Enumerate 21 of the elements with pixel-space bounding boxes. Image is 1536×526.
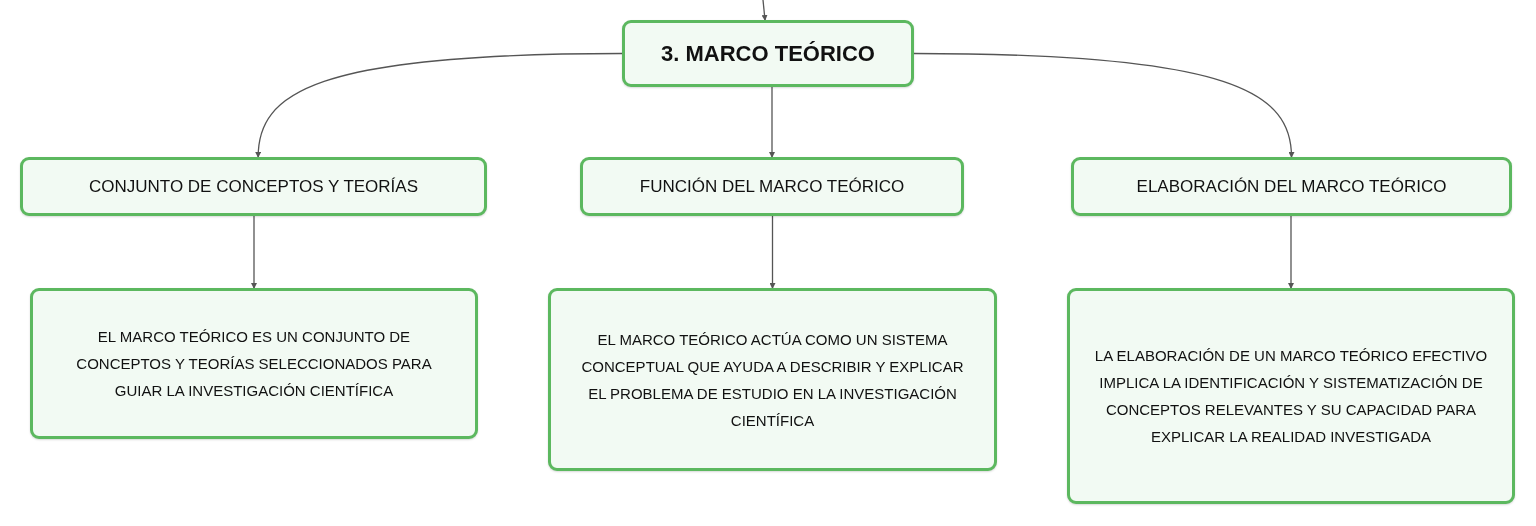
connector-arrow <box>769 86 775 158</box>
connector-arrow <box>761 0 768 21</box>
node-text: EL MARCO TEÓRICO ACTÚA COMO UN SISTEMA CONCEPTUAL QUE AYUDA A DESCRIBIR Y EXPLICAR EL PROBLEMA DE ESTUDIO EN LA INVESTIGACIÓN CIENTÍFICA <box>580 329 965 431</box>
connector-arrow <box>913 52 1295 158</box>
topic-box <box>1071 157 1512 216</box>
description-box <box>548 288 997 471</box>
node-text: FUNCIÓN DEL MARCO TEÓRICO <box>639 176 905 197</box>
node-text: CONJUNTO DE CONCEPTOS Y TEORÍAS <box>88 176 419 197</box>
topic-box <box>580 157 964 216</box>
connector-arrow <box>769 215 776 289</box>
topic-box <box>20 157 487 216</box>
connector-arrow <box>251 215 257 289</box>
connector-arrow <box>255 52 623 158</box>
node-text: EL MARCO TEÓRICO ES UN CONJUNTO DE CONCEPTOS Y TEORÍAS SELECCIONADOS PARA GUIAR LA INVESTIGACIÓN CIENTÍFICA <box>75 327 433 401</box>
node-text: LA ELABORACIÓN DE UN MARCO TEÓRICO EFECTIVO IMPLICA LA IDENTIFICACIÓN Y SISTEMATIZACIÓN DE CONCEPTOS RELEVANTES Y SU CAPACIDAD PARA EXPLICAR LA REALIDAD INVESTIGADA <box>1093 346 1489 447</box>
node-text: ELABORACIÓN DEL MARCO TEÓRICO <box>1136 176 1447 197</box>
connector-arrow <box>1288 215 1294 289</box>
node-text: 3. MARCO TEÓRICO <box>661 40 875 67</box>
title-box <box>622 20 914 87</box>
description-box <box>1067 288 1515 504</box>
description-box <box>30 288 478 439</box>
